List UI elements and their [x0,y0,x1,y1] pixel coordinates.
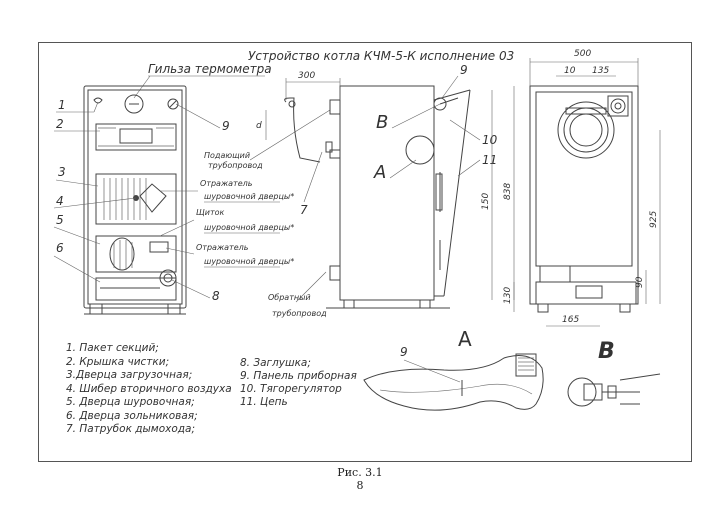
view-letter-b: B [376,112,388,133]
front-view: ТОМЬ [83,85,187,315]
deflector2-label-2: шуровочной дверцы* [204,257,294,266]
callout-1: 1 [58,98,66,112]
detail-a-title: A [458,327,472,351]
dim-135: 135 [592,66,609,76]
callout-9-front: 9 [222,119,230,133]
legend-item: 10. Тягорегулятор [240,383,342,395]
legend-item: 3.Дверца загрузочная; [66,369,193,381]
supply-pipe-label-1: Подающий [204,151,250,160]
deflector-label-1: Отражатель [200,179,253,188]
callout-9-side: 9 [460,63,468,77]
detail-a-callout-9: 9 [400,345,408,359]
dim-925: 925 [649,211,659,228]
dim-165: 165 [562,315,579,325]
legend-item: 8. Заглушка; [240,357,311,369]
legend-item: 9. Панель приборная [240,370,357,382]
text-callouts: Подающий трубопровод Отражатель шуровочн… [159,109,331,318]
dim-130: 130 [503,287,513,304]
callout-7: 7 [300,203,308,217]
legend-item: 6. Дверца зольниковая; [66,409,198,422]
callout-4: 4 [56,194,64,208]
legend-item: 7. Патрубок дымохода; [66,423,196,435]
rear-dimensions: 500 10 135 838 925 90 130 165 [503,49,661,327]
page-number: 8 [356,479,364,492]
detail-b: B [567,339,661,407]
side-dimensions: 300 d 150 [256,71,493,300]
supply-pipe-label-2: трубопровод [208,161,263,170]
rear-view [529,85,639,313]
detail-b-title: B [598,339,615,364]
callout-6: 6 [56,241,64,255]
deflector-label-2: шуровочной дверцы* [204,192,294,201]
side-callouts: B A 7 9 10 11 [300,63,498,217]
deflector2-label-1: Отражатель [196,243,249,252]
brand-label: ТОМЬ [123,133,148,142]
callout-3: 3 [58,165,66,179]
dim-500: 500 [574,49,591,59]
legend-item: 5. Дверца шуровочная; [66,396,195,408]
shield-label-2: шуровочной дверцы* [204,223,294,232]
legend-item: 11. Цепь [240,396,288,408]
legend-item: 2. Крышка чистки; [66,355,170,368]
dim-10: 10 [564,66,576,76]
callout-10: 10 [482,133,498,147]
dim-300: 300 [298,71,315,81]
legend-item: 4. Шибер вторичного воздуха [66,382,232,395]
front-callouts: 1 2 3 4 5 6 8 9 [53,98,230,303]
thermometer-label: Гильза термометра [148,62,272,76]
callout-8: 8 [212,289,220,303]
callout-2: 2 [56,117,64,131]
legend-item: 1. Пакет секций; [66,342,159,354]
dim-d: d [256,121,262,131]
dim-150: 150 [481,193,491,210]
shield-label-1: Щиток [196,208,225,217]
callout-5: 5 [56,213,64,227]
legend-right: 8. Заглушка; 9. Панель приборная 10. Тяг… [240,357,370,409]
side-view [284,85,471,309]
return-pipe-label-2: трубопровод [272,309,327,318]
callout-11: 11 [482,153,497,167]
view-letter-a: A [373,162,386,183]
legend-left: 1. Пакет секций; 2. Крышка чистки; 3.Две… [66,342,236,437]
dim-90: 90 [635,276,645,288]
figure-caption: Рис. 3.1 [337,466,383,479]
return-pipe-label-1: Обратный [268,293,311,302]
drawing-title: Устройство котла КЧМ-5-К исполнение 03 [248,49,514,63]
detail-a: A 9 [363,327,544,411]
drawing-frame [38,42,692,462]
dim-838: 838 [503,183,513,200]
